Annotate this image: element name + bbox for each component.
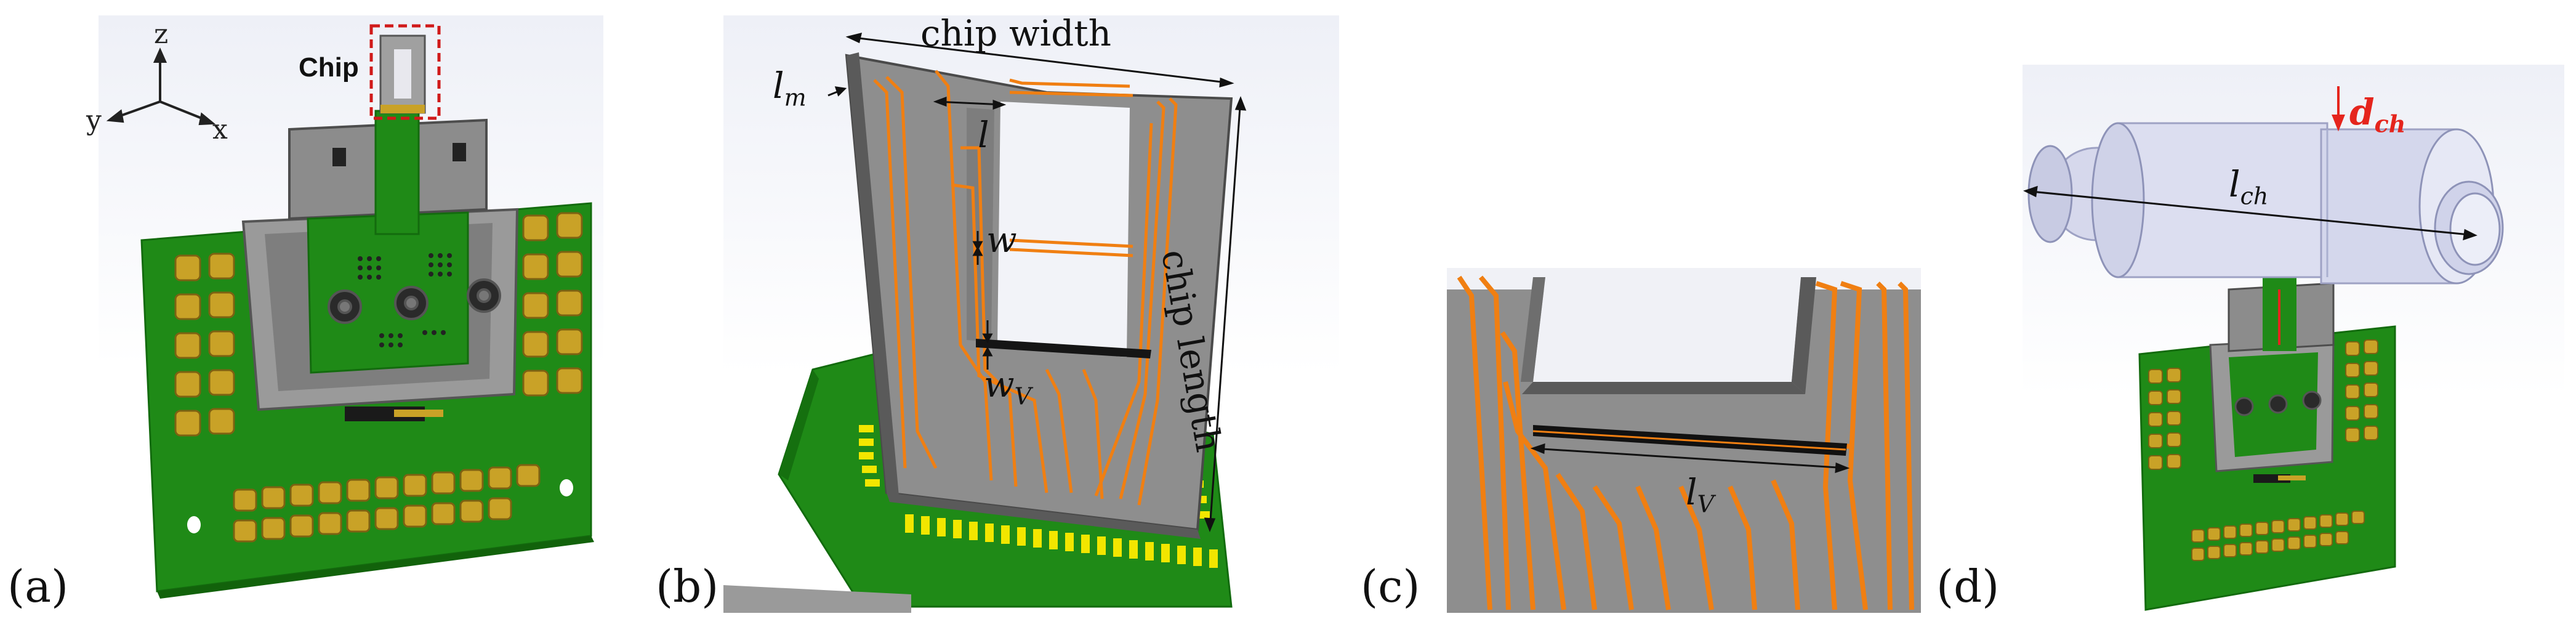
axis-x-label: x <box>212 114 228 145</box>
window-area <box>1533 277 1801 382</box>
lm-label: lm <box>773 65 807 111</box>
l-label: l <box>978 114 989 156</box>
panel-a-label: (a) <box>7 560 69 612</box>
panel-d-drawing <box>2023 86 2504 611</box>
panel-c-label: (c) <box>1361 560 1420 612</box>
panel-c-drawing <box>1447 268 1921 610</box>
panel-b-label: (b) <box>656 560 719 612</box>
wv-subscript: V <box>1014 382 1032 410</box>
dim-chip-length <box>1204 95 1247 533</box>
screws <box>328 278 501 324</box>
panel-a: z y x Chip (a) <box>0 0 616 627</box>
chip-label: Chip <box>299 52 359 83</box>
axis-y-label: y <box>86 105 102 136</box>
dch-label: dch <box>2349 91 2406 138</box>
traces <box>873 70 1178 506</box>
panel-b-drawing <box>723 32 1247 613</box>
connectors-d <box>2148 339 2378 561</box>
left-connectors <box>174 253 235 437</box>
right-connectors <box>522 212 583 397</box>
dim-l <box>933 96 1007 110</box>
chip-width-label: chip width <box>920 12 1111 54</box>
chip-selection-box <box>369 24 441 120</box>
mounting-hole-right <box>560 479 573 496</box>
cylinder-housing <box>2027 122 2504 285</box>
wire-strip <box>976 339 1151 358</box>
panel-d: dch lch (d) <box>1936 0 2576 627</box>
dim-lch <box>2023 185 2477 241</box>
dim-lm <box>827 86 847 97</box>
via-array <box>358 253 452 347</box>
axis-z-label: z <box>154 18 169 50</box>
lch-label: lch <box>2229 163 2269 210</box>
w-label: w <box>986 219 1017 261</box>
dim-dch <box>2332 86 2345 132</box>
lch-subscript: ch <box>2240 182 2269 210</box>
dch-subscript: ch <box>2374 110 2406 138</box>
mounting-hole-left <box>187 516 201 533</box>
panel-b: chip width chip length lm l w wV (b) <box>616 0 1348 627</box>
lm-subscript: m <box>784 84 807 111</box>
panel-d-label: (d) <box>1936 560 2000 612</box>
lv-subscript: V <box>1697 490 1715 518</box>
wv-label: wV <box>984 363 1032 410</box>
panel-a-drawing <box>106 24 594 599</box>
dim-lv <box>1530 443 1850 474</box>
axes-triad <box>106 47 216 126</box>
dim-w <box>972 231 983 265</box>
dim-wv <box>982 320 993 370</box>
bottom-connectors <box>233 464 541 543</box>
bond-pads <box>859 425 1218 568</box>
lv-label: lV <box>1686 471 1715 518</box>
panel-c: lV (c) <box>1348 0 1964 627</box>
carrier-board <box>307 211 469 374</box>
dim-chip-width <box>845 32 1234 88</box>
